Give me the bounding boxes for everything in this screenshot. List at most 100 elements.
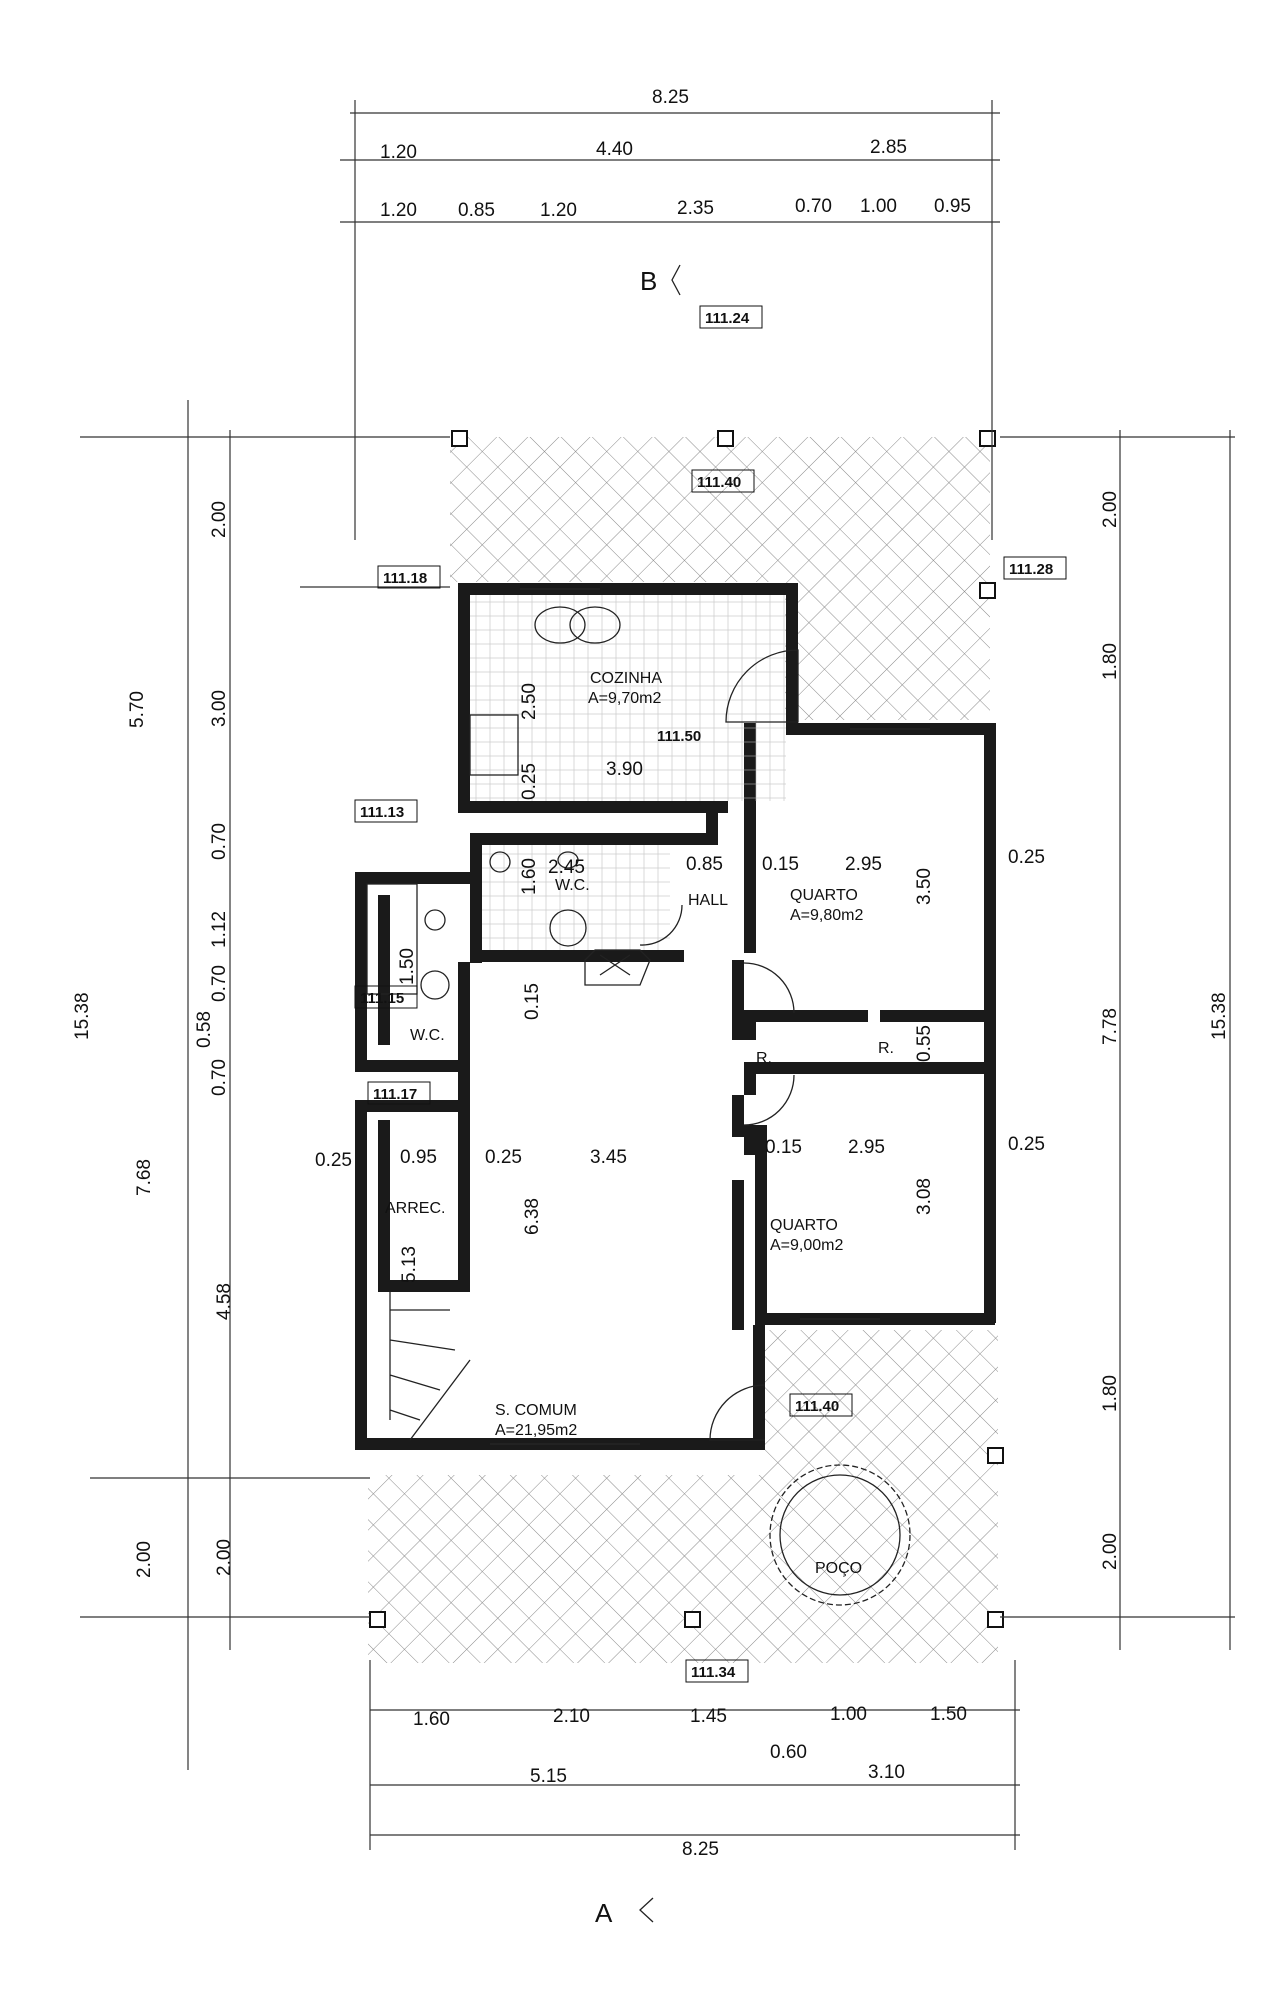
dim-arrec-513: 5.13 bbox=[399, 1246, 420, 1283]
elevation-bottom-terrace: 111.40 bbox=[795, 1398, 839, 1415]
dim-bottom-row2-0: 5.15 bbox=[530, 1766, 567, 1787]
elevation-left-wc-upper: 111.13 bbox=[360, 804, 404, 821]
room-cozinha-name: COZINHA bbox=[590, 670, 662, 687]
dim-left-inner-3: 1.12 bbox=[209, 911, 230, 948]
dim-right-inner-2: 7.78 bbox=[1100, 1008, 1121, 1045]
dim-top-total: 8.25 bbox=[652, 87, 689, 108]
dim-k-025: 0.25 bbox=[519, 763, 540, 800]
posts bbox=[369, 430, 1004, 1628]
dim-top-row2-6: 0.95 bbox=[934, 196, 971, 217]
dim-bottom-row1-3: 1.00 bbox=[830, 1704, 867, 1725]
dim-left-inner-0: 2.00 bbox=[209, 501, 230, 538]
room-wc2-name: W.C. bbox=[410, 1027, 445, 1044]
dim-top-row1-1: 4.40 bbox=[596, 139, 633, 160]
dim-left-inner-8: 2.00 bbox=[214, 1539, 235, 1576]
elevation-kitchen: 111.50 bbox=[657, 728, 701, 745]
windows bbox=[490, 588, 930, 1445]
section-marks: B A bbox=[595, 264, 681, 1928]
dim-left-outer-1: 7.68 bbox=[134, 1159, 155, 1196]
room-quarto1-area: A=9,80m2 bbox=[790, 907, 863, 924]
dim-left-outer-2: 2.00 bbox=[134, 1541, 155, 1578]
dimension-texts: 8.25 1.20 4.40 2.85 1.20 0.85 1.20 2.35 … bbox=[72, 87, 1230, 1860]
dim-left-inner-4: 0.70 bbox=[209, 965, 230, 1002]
room-s-comum-area: A=21,95m2 bbox=[495, 1422, 577, 1439]
dim-row-025a: 0.25 bbox=[315, 1150, 352, 1171]
dim-q1-295: 2.95 bbox=[845, 854, 882, 875]
dim-q-055: 0.55 bbox=[914, 1025, 935, 1062]
dim-row-025b: 0.25 bbox=[485, 1147, 522, 1168]
room-s-comum-name: S. COMUM bbox=[495, 1402, 577, 1419]
room-hall-name: HALL bbox=[688, 892, 728, 909]
dim-bottom-row2-1: 3.10 bbox=[868, 1762, 905, 1783]
elevation-left-top: 111.18 bbox=[383, 570, 427, 587]
dim-row-345: 3.45 bbox=[590, 1147, 627, 1168]
dim-right-inner-1: 1.80 bbox=[1100, 643, 1121, 680]
walls bbox=[355, 583, 996, 1450]
dim-left-inner-6: 0.70 bbox=[209, 1059, 230, 1096]
dim-q2-025r: 0.25 bbox=[1008, 1134, 1045, 1155]
dim-bottom-small: 0.60 bbox=[770, 1742, 807, 1763]
dim-k-250: 2.50 bbox=[519, 683, 540, 720]
dim-top-row2-0: 1.20 bbox=[380, 200, 417, 221]
dim-bottom-row1-1: 2.10 bbox=[553, 1706, 590, 1727]
dim-bottom-row1-0: 1.60 bbox=[413, 1709, 450, 1730]
dim-right-inner-3: 1.80 bbox=[1100, 1375, 1121, 1412]
room-cozinha-area: A=9,70m2 bbox=[588, 690, 661, 707]
dim-right-outer-total: 15.38 bbox=[1209, 992, 1230, 1040]
dim-q2-308: 3.08 bbox=[914, 1178, 935, 1215]
fittings bbox=[366, 595, 911, 1606]
terrace-bottom bbox=[368, 1330, 998, 1663]
dim-right-inner-0: 2.00 bbox=[1100, 491, 1121, 528]
dim-q1-025r: 0.25 bbox=[1008, 847, 1045, 868]
dim-wc-245: 2.45 bbox=[548, 857, 585, 878]
dim-sc-015: 0.15 bbox=[522, 983, 543, 1020]
dim-top-row2-2: 1.20 bbox=[540, 200, 577, 221]
dimension-lines bbox=[80, 100, 1235, 1850]
section-mark-bottom: A bbox=[595, 1898, 613, 1928]
dim-top-row2-3: 2.35 bbox=[677, 198, 714, 219]
dim-top-row2-1: 0.85 bbox=[458, 200, 495, 221]
dim-q1-015: 0.15 bbox=[762, 854, 799, 875]
dim-sc-638: 6.38 bbox=[522, 1198, 543, 1235]
dim-left-inner-5: 0.58 bbox=[194, 1011, 215, 1048]
room-r2-name: R. bbox=[878, 1040, 894, 1057]
section-mark-top: B bbox=[640, 266, 657, 296]
dim-left-inner-1: 3.00 bbox=[209, 690, 230, 727]
dim-wc2-150: 1.50 bbox=[397, 948, 418, 985]
dim-wc-160: 1.60 bbox=[519, 858, 540, 895]
elevation-right-top: 111.28 bbox=[1009, 561, 1053, 578]
room-arrec-name: ARREC. bbox=[385, 1200, 445, 1217]
dim-left-outer-total: 15.38 bbox=[72, 992, 93, 1040]
dim-q1-350: 3.50 bbox=[914, 868, 935, 905]
elevation-left-wc-mid: 111.15 bbox=[360, 990, 404, 1007]
dim-top-row2-4: 0.70 bbox=[795, 196, 832, 217]
dim-top-row1-0: 1.20 bbox=[380, 142, 417, 163]
dim-k-390: 3.90 bbox=[606, 759, 643, 780]
room-poco-name: POÇO bbox=[815, 1560, 862, 1577]
dim-top-row2-5: 1.00 bbox=[860, 196, 897, 217]
dim-right-inner-4: 2.00 bbox=[1100, 1533, 1121, 1570]
elevation-top-terrace: 111.40 bbox=[697, 474, 741, 491]
dim-bottom-row1-2: 1.45 bbox=[690, 1706, 727, 1727]
room-quarto1-name: QUARTO bbox=[790, 887, 858, 904]
dim-top-row1-2: 2.85 bbox=[870, 137, 907, 158]
room-labels: COZINHA A=9,70m2 W.C. W.C. HALL QUARTO A… bbox=[385, 670, 894, 1577]
dim-hall-085: 0.85 bbox=[686, 854, 723, 875]
dim-row-095: 0.95 bbox=[400, 1147, 437, 1168]
dim-left-inner-2: 0.70 bbox=[209, 823, 230, 860]
dim-q2-295: 2.95 bbox=[848, 1137, 885, 1158]
elevation-labels: 111.24 111.40 111.18 111.28 111.50 111.1… bbox=[354, 305, 1067, 1683]
dim-left-outer-0: 5.70 bbox=[127, 691, 148, 728]
room-wc-name: W.C. bbox=[555, 877, 590, 894]
dim-left-inner-7: 4.58 bbox=[214, 1283, 235, 1320]
elevation-left-arrec: 111.17 bbox=[373, 1086, 417, 1103]
room-quarto2-name: QUARTO bbox=[770, 1217, 838, 1234]
terrace-top bbox=[450, 437, 990, 720]
dim-bottom-row1-4: 1.50 bbox=[930, 1704, 967, 1725]
elevation-bottom-outside: 111.34 bbox=[691, 1664, 736, 1681]
elevation-top-outside: 111.24 bbox=[705, 310, 750, 327]
room-r1-name: R. bbox=[756, 1050, 772, 1067]
room-quarto2-area: A=9,00m2 bbox=[770, 1237, 843, 1254]
dim-bottom-total: 8.25 bbox=[682, 1839, 719, 1860]
